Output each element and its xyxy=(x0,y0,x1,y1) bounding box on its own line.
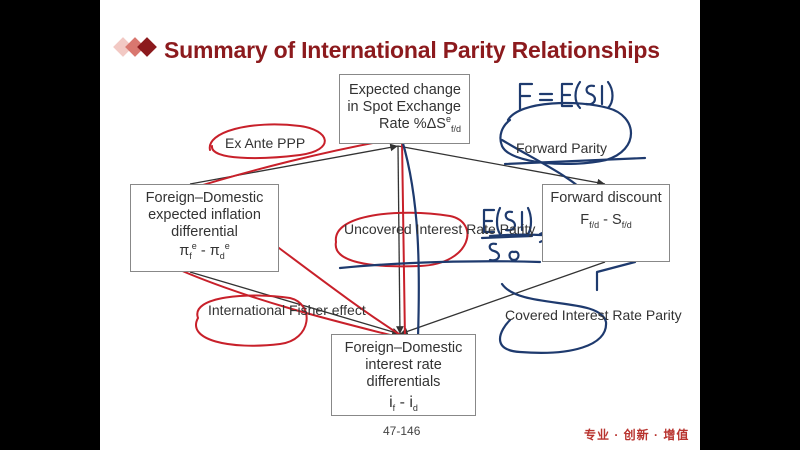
node-inflation-differential: Foreign–Domestic expected inflation diff… xyxy=(130,184,279,272)
inflation-line2: expected inflation xyxy=(148,207,261,223)
label-forward-parity: Forward Parity xyxy=(516,140,608,156)
spot-line1: Expected change xyxy=(348,82,461,98)
interest-line2: interest rate xyxy=(365,357,442,373)
label-uncovered-interest-parity: Uncovered Interest Rate Parity xyxy=(344,221,536,237)
blue-annotation-strokes xyxy=(338,80,652,354)
label-international-fisher-effect: International Fisher effect xyxy=(208,302,366,318)
title-logo-icon xyxy=(113,37,157,57)
diagram-canvas xyxy=(113,37,652,354)
slide: Summary of International Parity Relation… xyxy=(100,0,700,450)
interest-formula: if - id xyxy=(389,394,418,414)
forward-line1: Forward discount xyxy=(550,190,662,206)
interest-line1: Foreign–Domestic xyxy=(344,340,463,356)
arrow-inflation-to-interest xyxy=(189,271,401,336)
inflation-formula: πfe - πde xyxy=(179,241,230,261)
spot-line3: Rate %ΔSef/d xyxy=(379,114,461,134)
arrow-forward-to-interest xyxy=(399,261,606,336)
interest-line3: differentials xyxy=(366,374,441,390)
node-interest-differential: Foreign–Domestic interest rate different… xyxy=(331,334,476,416)
label-covered-interest-parity: Covered Interest Rate Parity xyxy=(505,307,682,323)
forward-formula: Ff/d - Sf/d xyxy=(580,212,632,230)
arrow-spot-to-forward xyxy=(397,145,606,187)
inflation-line3: differential xyxy=(171,224,238,240)
label-ex-ante-ppp: Ex Ante PPP xyxy=(225,135,306,151)
node-forward-discount: Forward discount Ff/d - Sf/d xyxy=(542,184,670,262)
spot-line2: in Spot Exchange xyxy=(347,99,461,115)
slide-title: Summary of International Parity Relation… xyxy=(164,37,660,63)
arrow-spot-to-interest xyxy=(396,145,404,335)
node-spot-exchange: Expected change in Spot Exchange Rate %Δ… xyxy=(339,74,470,144)
inflation-line1: Foreign–Domestic xyxy=(145,190,264,206)
slide-slogan: 专业 · 创新 · 增值 xyxy=(584,428,690,442)
slide-page-number: 47-146 xyxy=(383,424,421,438)
